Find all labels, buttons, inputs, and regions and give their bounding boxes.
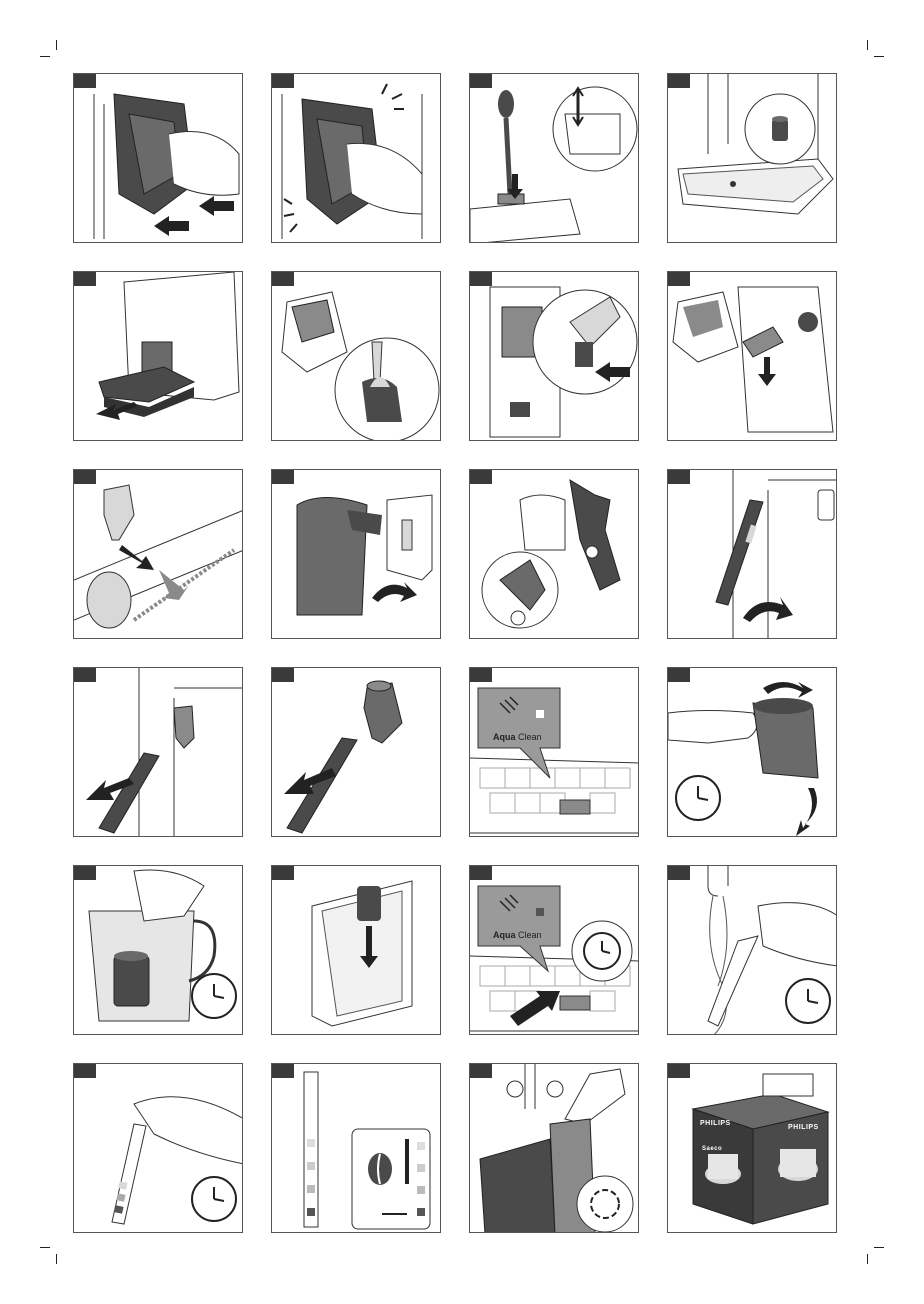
milk-carafe-illustration <box>272 470 441 639</box>
water-tank-filter-illustration <box>272 866 441 1035</box>
brew-group-rinse-illustration <box>272 272 441 441</box>
aquaclean-label: Aqua Clean <box>493 930 542 940</box>
panel-23-fill-tank-solution <box>469 1063 639 1233</box>
panel-4-drip-tray-indicator <box>667 73 837 243</box>
machine-drip-tray-illustration <box>74 272 243 441</box>
panel-14-pen-remove <box>271 667 441 837</box>
crop-mark-tl-v <box>56 40 57 50</box>
product-box-illustration <box>668 1064 837 1233</box>
panel-17-soak-filter <box>73 865 243 1035</box>
panel-24-filter-package: PHILIPS PHILIPS Saeco <box>667 1063 837 1233</box>
panel-1-brew-group-remove <box>73 73 243 243</box>
panel-7-lubricate-inner <box>469 271 639 441</box>
panel-6-brew-group-rinse <box>271 271 441 441</box>
test-strip-water-illustration <box>668 866 837 1035</box>
pen-cap-illustration <box>272 668 441 837</box>
filter-shake-illustration <box>668 668 837 837</box>
panel-3-spoon-cleaning <box>469 73 639 243</box>
box-front-brand: PHILIPS <box>700 1120 731 1127</box>
filter-soak-illustration <box>74 866 243 1035</box>
panel-9-grease-tube <box>73 469 243 639</box>
box-sub-brand: Saeco <box>702 1146 722 1152</box>
panel-19-aquaclean-confirm: Aqua Clean <box>469 865 639 1035</box>
crop-mark-tr-h <box>874 56 884 57</box>
panel-11-detach-spout <box>469 469 639 639</box>
test-strip-hold-illustration <box>74 1064 243 1233</box>
panel-12-insert-pen <box>667 469 837 639</box>
strip-compare-illustration <box>272 1064 441 1233</box>
panel-15-aquaclean-activate: Aqua Clean <box>469 667 639 837</box>
box-side-brand: PHILIPS <box>788 1124 819 1131</box>
brew-group-illustration <box>74 74 243 243</box>
grease-tube-illustration <box>74 470 243 639</box>
spoon-illustration <box>470 74 639 243</box>
crop-mark-br-v <box>867 1254 868 1264</box>
crop-mark-bl-v <box>56 1254 57 1264</box>
panel-8-lubricate-rail <box>667 271 837 441</box>
grease-machine-illustration <box>470 272 639 441</box>
drip-tray-illustration <box>668 74 837 243</box>
panel-22-compare-strip <box>271 1063 441 1233</box>
pen-fill-illustration <box>74 668 243 837</box>
aquaclean-label: Aqua Clean <box>493 732 542 742</box>
crop-mark-br-h <box>874 1247 884 1248</box>
brew-group-insert-illustration <box>272 74 441 243</box>
panel-20-test-strip-water <box>667 865 837 1035</box>
crop-mark-tr-v <box>867 40 868 50</box>
pen-insert-illustration <box>668 470 837 639</box>
panel-21-hold-test-strip <box>73 1063 243 1233</box>
tank-fill-illustration <box>470 1064 639 1233</box>
control-panel-illustration <box>470 668 639 837</box>
control-panel-confirm-illustration <box>470 866 639 1035</box>
crop-mark-bl-h <box>40 1247 50 1248</box>
panel-16-shake-filter <box>667 667 837 837</box>
panel-5-remove-drip-tray <box>73 271 243 441</box>
panel-10-remove-water-tank <box>271 469 441 639</box>
crop-mark-tl-h <box>40 56 50 57</box>
panel-13-fill-pen <box>73 667 243 837</box>
panel-2-brew-group-click <box>271 73 441 243</box>
panel-18-insert-filter <box>271 865 441 1035</box>
spout-detach-illustration <box>470 470 639 639</box>
grease-rail-illustration <box>668 272 837 441</box>
